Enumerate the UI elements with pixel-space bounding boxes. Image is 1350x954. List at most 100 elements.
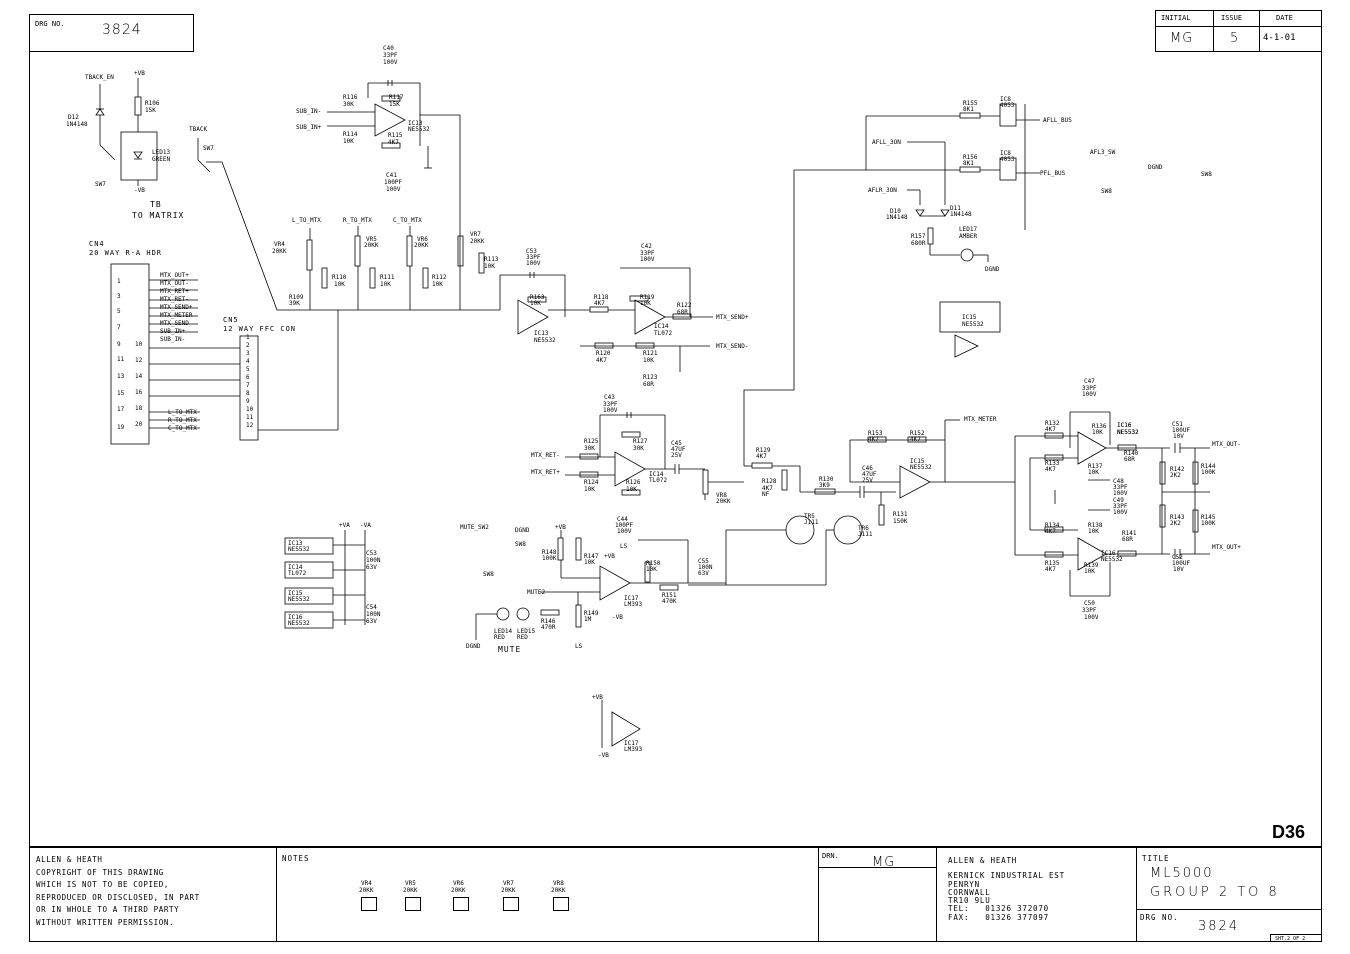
drg-no-label: DRG NO. — [1140, 913, 1179, 922]
schematic-label: -VB — [134, 187, 145, 194]
schematic-label: VR6 — [417, 236, 428, 243]
schematic-label: C48 — [1113, 478, 1124, 485]
schematic-label: 19 — [117, 424, 125, 431]
schematic-label: 100K — [1201, 520, 1216, 527]
schematic-label: LM393 — [624, 746, 643, 753]
schematic-label: IC13 — [534, 330, 549, 337]
schematic-label: 16 — [135, 389, 143, 396]
drawing-frame — [29, 52, 1322, 847]
pot-icon — [503, 897, 519, 911]
schematic-label: 10K — [640, 300, 651, 307]
schematic-label: 4K7 — [1045, 466, 1056, 473]
schematic-label: 8K1 — [963, 160, 974, 167]
schematic-label: 20 — [135, 421, 143, 428]
revision-table: INITIAL ISSUE DATE MG 5 4-1-01 — [1155, 10, 1322, 52]
schematic-label: C_TO_MTX — [393, 217, 422, 224]
schematic-label: IC13 — [288, 540, 303, 547]
schematic-label: IC15 — [910, 458, 925, 465]
schematic-label: 63V — [366, 618, 377, 625]
schematic-label: 1N4148 — [66, 121, 88, 128]
schematic-label: AFLL_3ON — [872, 139, 901, 146]
schematic-label: C51 — [1172, 421, 1183, 428]
schematic-label: 100K — [1201, 469, 1216, 476]
revision-date: 4-1-01 — [1263, 33, 1296, 43]
schematic-label: 63V — [366, 564, 377, 571]
copyright-notice: ALLEN & HEATH COPYRIGHT OF THIS DRAWING … — [36, 855, 200, 927]
schematic-label: R117 — [389, 94, 404, 101]
schematic-label: 9 — [246, 398, 250, 405]
schematic-label: 1M — [584, 616, 592, 623]
schematic-label: DGND — [466, 643, 481, 650]
schematic-label: R141 — [1122, 530, 1137, 537]
schematic-label: 20KK — [272, 248, 287, 255]
schematic-label: R137 — [1088, 463, 1103, 470]
schematic-label: SUB_IN+ — [160, 328, 186, 335]
schematic-label: 4K7 — [596, 357, 607, 364]
schematic-label: CN4 — [89, 240, 105, 248]
schematic-label: CN5 — [223, 316, 239, 324]
schematic-label: 1N4148 — [886, 214, 908, 221]
schematic-label: MTX_RET+ — [531, 469, 560, 476]
schematic-label: R155 — [963, 100, 978, 107]
schematic-label: 2 — [246, 342, 250, 349]
schematic-label: 5 — [117, 308, 121, 315]
schematic-label: 25V — [671, 452, 682, 459]
schematic-label: 12 — [246, 422, 254, 429]
schematic-label: R124 — [584, 479, 599, 486]
schematic-label: SW7 — [95, 181, 106, 188]
schematic-label: 4K7 — [756, 453, 767, 460]
schematic-label: VR7 — [470, 231, 481, 238]
schematic-label: R127 — [633, 438, 648, 445]
schematic-label: TL072 — [288, 570, 307, 577]
schematic-label: 2K2 — [1170, 520, 1181, 527]
schematic-label: IC14 — [649, 471, 664, 478]
schematic-label: R148 — [542, 549, 557, 556]
schematic-label: PFL_BUS — [1040, 170, 1066, 177]
schematic-label: NF — [762, 491, 770, 498]
notes-label: NOTES — [282, 854, 310, 863]
schematic-label: 25V — [862, 477, 873, 484]
schematic-label: R110 — [332, 274, 347, 281]
schematic-label: 100N — [698, 564, 713, 571]
schematic-label: NE5532 — [1117, 429, 1139, 436]
pot-icon — [405, 897, 421, 911]
schematic-label: AFLL_BUS — [1043, 117, 1072, 124]
schematic-label: R115 — [388, 132, 403, 139]
schematic-label: 10K — [643, 357, 654, 364]
schematic-label: NE5532 — [1117, 429, 1139, 436]
schematic-label: 7 — [117, 324, 121, 331]
title-line-2: GROUP 2 TO 8 — [1150, 885, 1280, 900]
schematic-label: NE5532 — [1101, 556, 1123, 563]
schematic-label: 30K — [633, 445, 644, 452]
schematic-label: +VB — [592, 694, 603, 701]
schematic-label: 20KK — [470, 238, 485, 245]
schematic-label: 15K — [145, 107, 156, 114]
schematic-label: 10K — [584, 486, 595, 493]
schematic-label: IC8 — [1000, 150, 1011, 157]
schematic-label: 68R — [1124, 456, 1135, 463]
schematic-label: IC14 — [288, 564, 303, 571]
schematic-label: VR8 — [716, 492, 727, 499]
schematic-label: -VB — [598, 752, 609, 759]
schematic-label: 470K — [662, 598, 677, 605]
schematic-label: 11 — [117, 356, 125, 363]
schematic-label: AFL3_SW — [1090, 149, 1116, 156]
schematic-label: 4K7 — [868, 436, 879, 443]
schematic-label: 10 — [135, 341, 143, 348]
schematic-label: IC17 — [624, 740, 639, 747]
schematic-label: C46 — [862, 465, 873, 472]
schematic-label: 10K — [343, 138, 354, 145]
schematic-label: MTX_SEND+ — [160, 304, 193, 311]
schematic-label: TBACK_EN — [85, 74, 114, 81]
schematic-label: C53 — [366, 550, 377, 557]
schematic-label: 100V — [1082, 391, 1097, 398]
schematic-label: R139 — [1084, 562, 1099, 569]
schematic-label: 10K — [432, 281, 443, 288]
schematic-label: LED13 — [152, 149, 171, 156]
schematic-label: 18 — [135, 405, 143, 412]
schematic-label: NE5532 — [288, 596, 310, 603]
schematic-label: C54 — [366, 604, 377, 611]
schematic-label: 30K — [343, 101, 354, 108]
schematic-label: 10K — [530, 300, 541, 307]
